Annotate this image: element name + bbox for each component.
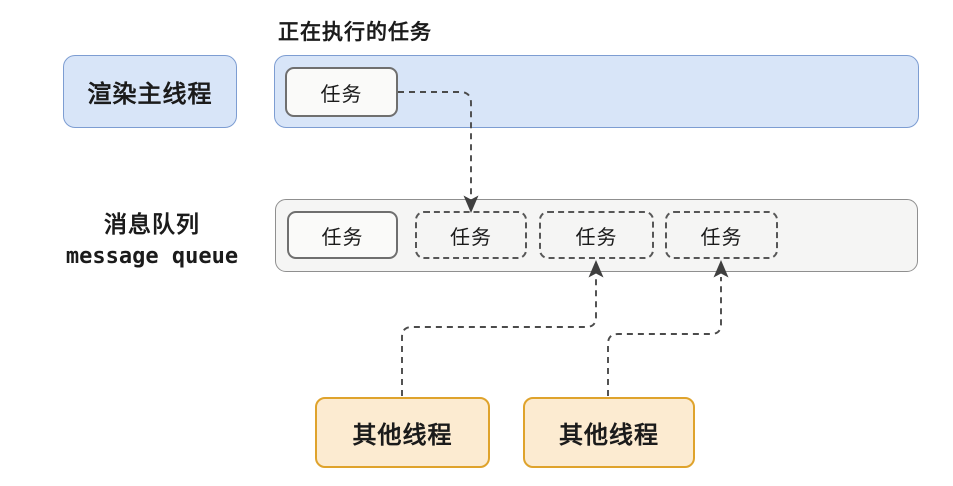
message-queue-label-en: message queue [65, 244, 239, 270]
queue-task-4-label: 任务 [700, 226, 743, 249]
executing-task-box: 任务 [285, 67, 398, 117]
executing-task-title: 正在执行的任务 [278, 21, 432, 44]
other-thread-box-1: 其他线程 [315, 397, 490, 468]
queue-task-1-label: 任务 [321, 226, 364, 249]
executing-task-label: 任务 [320, 83, 363, 106]
queue-task-3-label: 任务 [575, 226, 618, 249]
message-queue-label-zh: 消息队列 [104, 211, 200, 237]
connector-other-thread-2-to-queue [607, 277, 722, 396]
queue-task-3: 任务 [539, 211, 654, 259]
other-thread-2-label: 其他线程 [559, 422, 659, 449]
other-thread-1-label: 其他线程 [352, 422, 453, 449]
queue-task-4: 任务 [665, 211, 778, 259]
connector-other-thread-1-to-queue [401, 277, 597, 396]
queue-task-1: 任务 [287, 211, 398, 259]
message-queue-label: 消息队列 message queue [22, 209, 282, 272]
other-thread-box-2: 其他线程 [523, 397, 695, 468]
queue-task-2-label: 任务 [450, 226, 492, 249]
render-main-thread-box: 渲染主线程 [63, 55, 237, 128]
queue-task-2: 任务 [415, 211, 527, 259]
render-main-thread-label: 渲染主线程 [87, 81, 213, 108]
